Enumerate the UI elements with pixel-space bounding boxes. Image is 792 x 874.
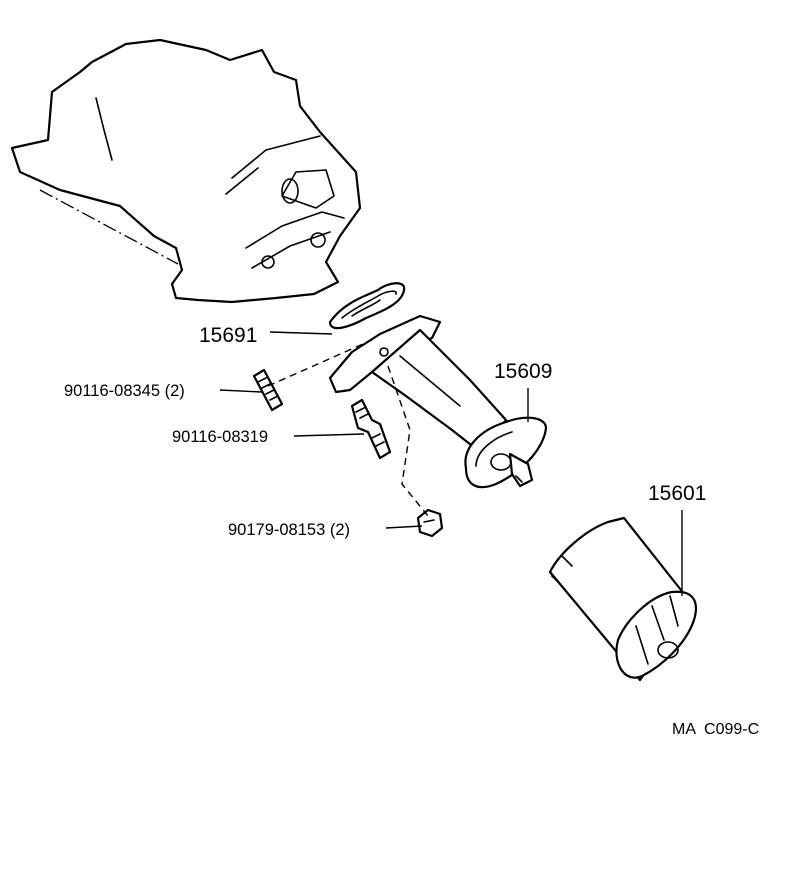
union-bolt-drawing xyxy=(350,398,392,460)
callout-15691: 15691 xyxy=(199,324,257,347)
gasket-drawing xyxy=(328,282,406,330)
callout-90116-08319: 90116-08319 xyxy=(172,428,268,446)
nut-drawing xyxy=(416,508,444,538)
oil-filter-drawing xyxy=(548,516,698,682)
leader-90116-08319 xyxy=(293,433,365,437)
engine-block-drawing xyxy=(10,38,362,304)
callout-90116-08345: 90116-08345 (2) xyxy=(64,382,185,400)
callout-15601: 15601 xyxy=(648,482,706,505)
callout-90179-08153: 90179-08153 (2) xyxy=(228,521,350,539)
stud-drawing xyxy=(252,368,284,412)
callout-15609: 15609 xyxy=(494,360,552,383)
leader-90116-08345 xyxy=(219,389,263,393)
stud-assembly-line xyxy=(267,339,373,387)
figure-code: MA C099-C xyxy=(672,721,759,738)
leader-15691 xyxy=(269,331,333,335)
leader-90179-08153 xyxy=(385,525,423,529)
